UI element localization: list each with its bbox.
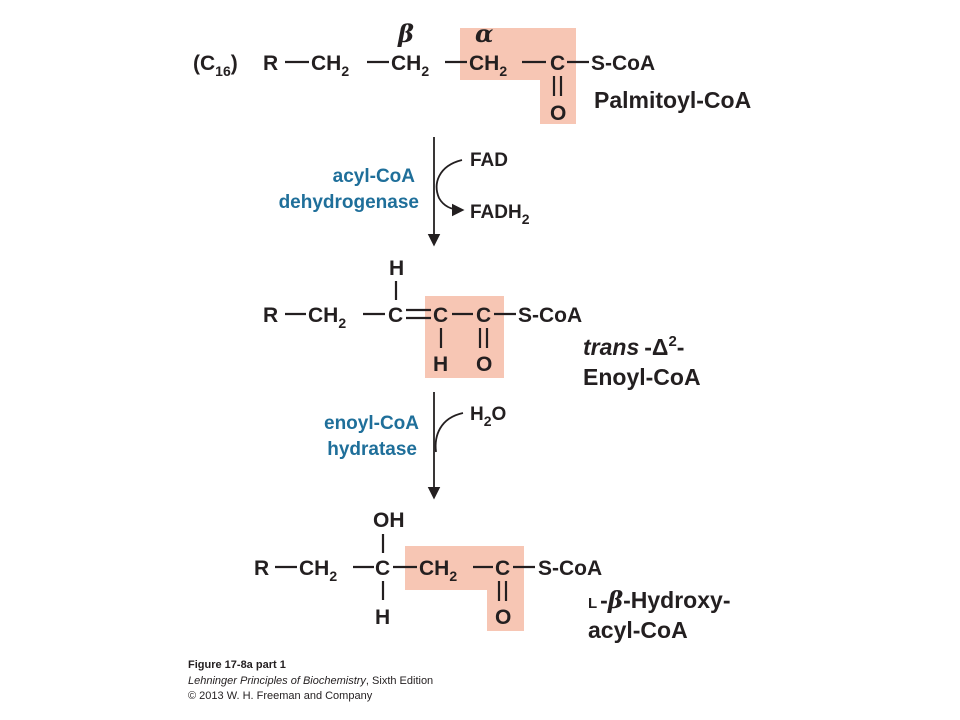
hydrogen-bottom: H [375,606,390,629]
beta-carbon: C [388,304,403,327]
carbonyl-carbon: C [550,52,565,75]
carbonyl-carbon: C [495,557,510,580]
hydroxyacyl-coa-structure: OH R CH2 C CH2 C S-CoA H O L-β-Hydroxy- … [254,509,730,643]
hydrogen-top: H [389,257,404,280]
book-citation: Lehninger Principles of Biochemistry, Si… [188,675,434,687]
enzyme-name-line2: dehydrogenase [279,192,419,213]
carbonyl-carbon: C [476,304,491,327]
beta-ch2-group: CH2 [391,52,429,79]
compound-name-line2: Enoyl-CoA [583,364,701,390]
enzyme-name-line1: acyl-CoA [333,166,416,187]
double-bond-highlight [425,296,504,378]
s-coa-group: S-CoA [538,557,602,580]
cofactor-fadh2: FADH2 [470,202,530,227]
ch2-group: CH2 [311,52,349,79]
dehydrogenase-step: FAD FADH2 acyl-CoA dehydrogenase [279,137,530,247]
alpha-carbon-highlight [460,28,576,124]
figure-label: Figure 17-8a part 1 [188,659,286,671]
copyright-line: © 2013 W. H. Freeman and Company [188,690,373,702]
cofactor-arrow [434,412,464,453]
carbonyl-oxygen: O [476,353,492,376]
compound-name-line2: acyl-CoA [588,617,688,643]
compound-name-line1: trans-Δ2- [583,333,684,360]
enzyme-name-line2: hydratase [327,439,417,460]
cofactor-water: H2O [470,404,506,429]
hydratase-step: H2O enoyl-CoA hydratase [324,392,506,500]
alpha-carbon-highlight [405,546,524,631]
r-group: R [254,557,269,580]
enzyme-name-line1: enoyl-CoA [324,413,419,434]
beta-carbon: C [375,557,390,580]
compound-name-line1: L-β-Hydroxy- [588,587,730,614]
beta-label: β [397,19,414,48]
alpha-ch2-group: CH2 [469,52,507,79]
chain-length-label: (C16) [193,52,238,79]
compound-name: Palmitoyl-CoA [594,87,751,113]
ch2-group: CH2 [299,557,337,584]
s-coa-group: S-CoA [518,304,582,327]
alpha-ch2-group: CH2 [419,557,457,584]
enoyl-coa-structure: H R CH2 C C C S-CoA H O trans-Δ2- Enoyl-… [263,257,701,390]
palmitoyl-coa-structure: β α (C16) R CH2 CH2 CH2 C S-CoA O Palmit… [193,19,751,125]
r-group: R [263,52,278,75]
alpha-label: α [475,19,493,48]
alpha-carbon: C [433,304,448,327]
ch2-group: CH2 [308,304,346,331]
carbonyl-oxygen: O [495,606,511,629]
hydrogen-bottom: H [433,353,448,376]
r-group: R [263,304,278,327]
s-coa-group: S-CoA [591,52,655,75]
hydroxyl-group: OH [373,509,405,532]
cofactor-arrow [435,159,465,217]
cofactor-fad: FAD [470,150,508,171]
carbonyl-oxygen: O [550,102,566,125]
